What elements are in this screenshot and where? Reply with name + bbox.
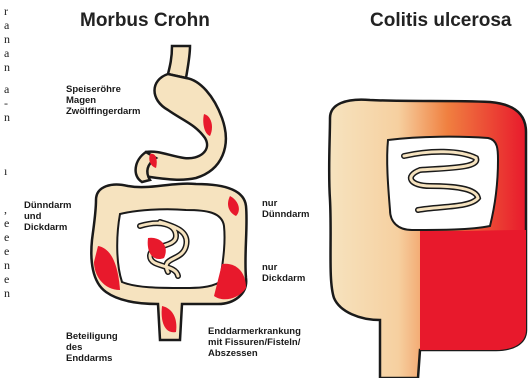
crohn-title: Morbus Crohn (80, 10, 210, 32)
label-line: Beteiligung (66, 331, 118, 342)
label-line: Dünndarm (262, 209, 310, 220)
colitis-diagram (329, 100, 526, 378)
label-line: Enddarmerkrankung (208, 326, 301, 337)
label-line: Abszessen (208, 348, 301, 359)
label-line: mit Fissuren/Fisteln/ (208, 337, 301, 348)
label-line: des (66, 342, 118, 353)
label-line: Enddarms (66, 353, 118, 364)
colitis-title: Colitis ulcerosa (370, 10, 512, 32)
label-line: und (24, 211, 72, 222)
crohn-esophagus (168, 46, 190, 78)
label-rectum-involvement: Beteiligung des Enddarms (66, 331, 118, 364)
label-line: Dickdarm (24, 222, 72, 233)
crohn-abdominal-cavity (117, 209, 224, 288)
label-small-and-large-intestine: Dünndarm und Dickdarm (24, 200, 72, 233)
label-line: Zwölffingerdarm (66, 106, 140, 117)
label-line: nur (262, 198, 310, 209)
colitis-inflamed-section (420, 230, 526, 350)
label-upper-gi: Speiseröhre Magen Zwölffingerdarm (66, 84, 140, 117)
label-line: Magen (66, 95, 140, 106)
label-line: nur (262, 262, 305, 273)
label-only-small-intestine: nur Dünndarm (262, 198, 310, 220)
label-line: Dünndarm (24, 200, 72, 211)
label-line: Dickdarm (262, 273, 305, 284)
label-anal-disease: Enddarmerkrankung mit Fissuren/Fisteln/ … (208, 326, 301, 359)
label-only-large-intestine: nur Dickdarm (262, 262, 305, 284)
label-line: Speiseröhre (66, 84, 140, 95)
